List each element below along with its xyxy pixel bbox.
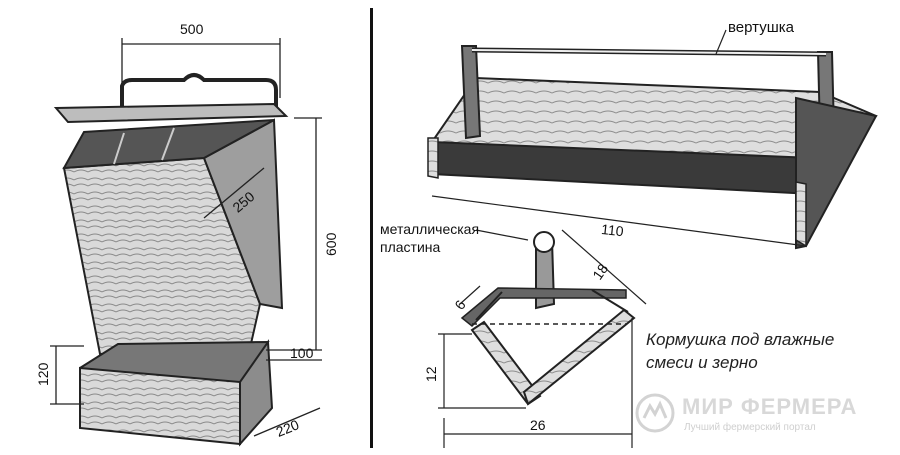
section-dimensions bbox=[438, 229, 647, 448]
caption-line-2: смеси и зерно bbox=[646, 353, 758, 372]
tray-side bbox=[239, 339, 274, 447]
label-spinner: вертушка bbox=[728, 19, 794, 36]
end-board-right bbox=[795, 96, 878, 250]
watermark-subtitle: Лучший фермерский портал bbox=[684, 422, 816, 433]
dim-width: 26 bbox=[530, 417, 546, 433]
label-metal-plate: металлическая пластина bbox=[380, 221, 480, 255]
dim-length-line bbox=[431, 195, 807, 247]
dim-length: 110 bbox=[600, 221, 625, 240]
dim-height: 12 bbox=[423, 366, 439, 382]
watermark-title: МИР ФЕРМЕРА bbox=[682, 394, 858, 419]
dim-width: 500 bbox=[180, 21, 204, 37]
dim-base: 120 bbox=[35, 362, 51, 386]
lid bbox=[53, 102, 289, 124]
hopper-feeder-drawing: 500 600 250 120 100 220 bbox=[4, 8, 368, 448]
dim-tray: 100 bbox=[290, 345, 314, 361]
panel-divider bbox=[370, 8, 373, 448]
caption: Кормушка под влажные смеси и зерно bbox=[646, 328, 834, 374]
watermark-logo-icon bbox=[635, 393, 675, 433]
caption-line-1: Кормушка под влажные bbox=[646, 330, 835, 349]
end-board-left bbox=[427, 137, 439, 179]
dimension-lines bbox=[50, 38, 322, 437]
trough-feeder-drawing: вертушка 110 металлическая пластина 18 6… bbox=[376, 8, 896, 448]
end-post-left bbox=[460, 45, 482, 140]
dim-height: 600 bbox=[323, 232, 339, 256]
handle bbox=[120, 73, 278, 110]
tray-front bbox=[79, 366, 241, 446]
trough-feeder-illustration bbox=[427, 29, 878, 448]
section-board-left bbox=[470, 320, 542, 406]
hopper-feeder-illustration bbox=[50, 38, 322, 447]
cross-section bbox=[460, 231, 636, 406]
